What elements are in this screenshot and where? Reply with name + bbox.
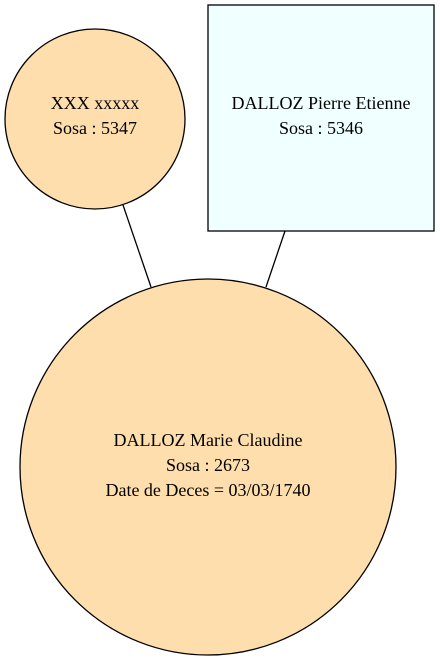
node-father-shape	[207, 4, 435, 232]
node-mother-shape	[4, 28, 186, 210]
node-father-name: DALLOZ Pierre Etienne	[232, 93, 411, 113]
edge-father-to-child	[265, 230, 286, 288]
node-mother[interactable]: XXX xxxxx Sosa : 5347	[4, 28, 186, 210]
node-mother-name: XXX xxxxx	[51, 93, 140, 113]
node-father[interactable]: DALLOZ Pierre Etienne Sosa : 5346	[207, 4, 435, 232]
node-mother-sosa: Sosa : 5347	[53, 118, 137, 138]
edge-mother-to-child	[122, 204, 152, 288]
node-child[interactable]: DALLOZ Marie Claudine Sosa : 2673 Date d…	[19, 278, 397, 656]
node-child-name: DALLOZ Marie Claudine	[114, 430, 303, 450]
node-child-shape	[19, 278, 397, 656]
node-child-sosa: Sosa : 2673	[166, 455, 250, 475]
node-child-death-date: Date de Deces = 03/03/1740	[105, 480, 310, 500]
node-father-sosa: Sosa : 5346	[279, 118, 363, 138]
